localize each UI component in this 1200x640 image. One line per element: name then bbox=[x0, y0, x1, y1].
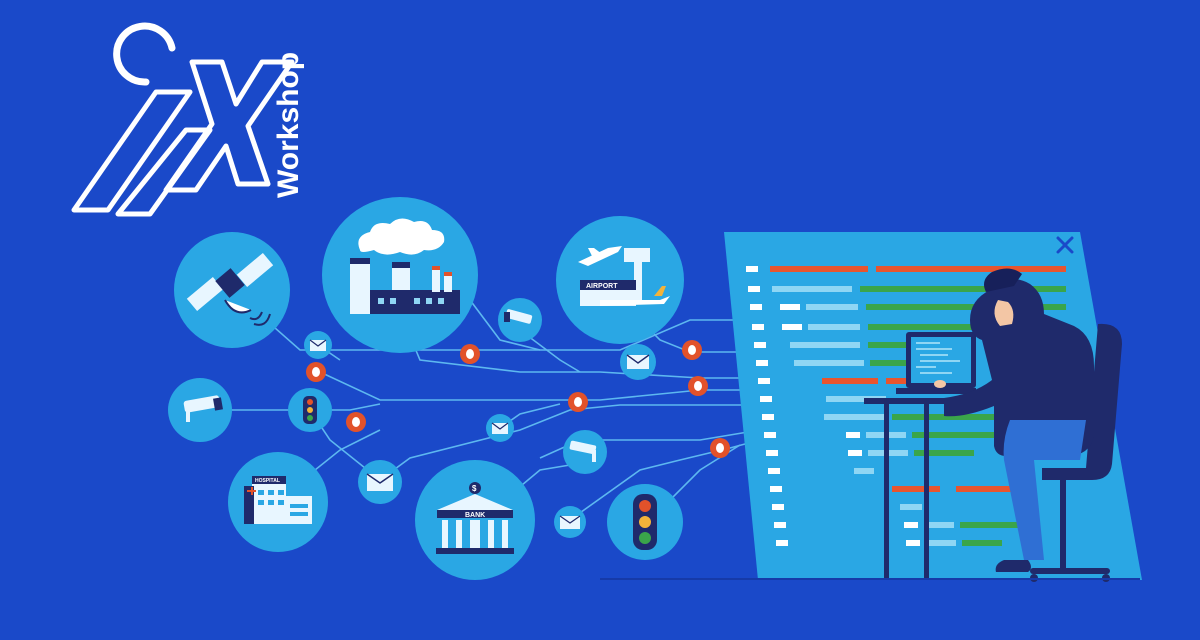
camera-node-top bbox=[498, 298, 542, 342]
airport-node: AIRPORT bbox=[556, 216, 684, 344]
envelope-node bbox=[358, 460, 402, 504]
satellite-icon bbox=[186, 252, 274, 326]
hospital-label: HOSPITAL bbox=[255, 478, 280, 484]
security-camera-icon bbox=[504, 309, 533, 324]
ix-logo: Workshop bbox=[71, 22, 305, 217]
bank-node: $ BANK bbox=[415, 460, 535, 580]
bug-markers bbox=[306, 340, 730, 458]
envelope-node bbox=[620, 344, 656, 380]
bug-icon bbox=[460, 344, 480, 364]
factory-icon bbox=[350, 218, 460, 314]
logo-workshop-text: Workshop bbox=[272, 52, 305, 198]
bug-icon bbox=[306, 362, 326, 382]
traffic-light-icon bbox=[633, 494, 657, 550]
line-markers bbox=[746, 266, 788, 546]
close-icon bbox=[1056, 236, 1074, 254]
hospital-node: HOSPITAL bbox=[228, 452, 328, 552]
camera-node-left bbox=[168, 378, 232, 442]
bug-icon bbox=[568, 392, 588, 412]
camera-node-mid bbox=[563, 430, 607, 474]
airport-icon: AIRPORT bbox=[578, 246, 670, 306]
bank-label: BANK bbox=[465, 512, 485, 519]
security-camera-icon bbox=[183, 395, 223, 422]
bug-icon bbox=[710, 438, 730, 458]
traffic-light-node-large bbox=[607, 484, 683, 560]
factory-node bbox=[322, 197, 478, 353]
floor-line bbox=[600, 578, 1140, 580]
mail-nodes bbox=[304, 331, 656, 538]
airport-label: AIRPORT bbox=[586, 283, 618, 290]
bug-icon bbox=[688, 376, 708, 396]
envelope-node bbox=[554, 506, 586, 538]
traffic-light-node-small bbox=[288, 388, 332, 432]
dollar-sign: $ bbox=[472, 484, 477, 493]
bug-icon bbox=[346, 412, 366, 432]
bug-icon bbox=[682, 340, 702, 360]
envelope-node bbox=[304, 331, 332, 359]
satellite-node bbox=[174, 232, 290, 348]
envelope-node bbox=[486, 414, 514, 442]
hospital-icon: HOSPITAL bbox=[244, 476, 312, 524]
hacker-figure bbox=[864, 268, 1122, 582]
desk bbox=[864, 398, 974, 580]
laptop-icon bbox=[896, 332, 976, 394]
bank-icon: $ BANK bbox=[436, 482, 514, 554]
security-camera-icon bbox=[569, 440, 597, 462]
traffic-light-icon bbox=[303, 396, 317, 424]
